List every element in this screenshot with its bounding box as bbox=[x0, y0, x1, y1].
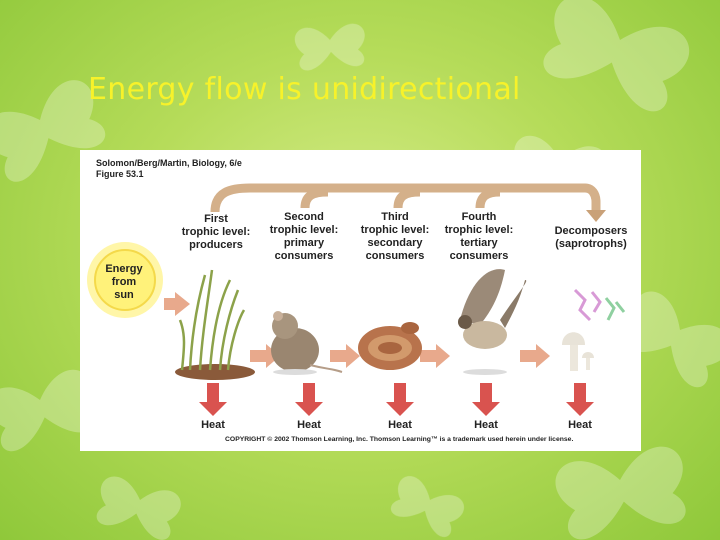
level-label-decomposers: Decomposers (saprotrophs) bbox=[554, 225, 628, 250]
copyright-notice: COPYRIGHT © 2002 Thomson Learning, Inc. … bbox=[225, 436, 574, 443]
hawk-illustration bbox=[458, 269, 527, 375]
heat-arrows bbox=[199, 383, 594, 416]
heat-label: Heat bbox=[201, 419, 225, 431]
heat-label: Heat bbox=[474, 419, 498, 431]
decomposer-arrowhead bbox=[586, 210, 606, 222]
level-label-producers: First trophic level: producers bbox=[181, 213, 251, 251]
figure-artwork bbox=[87, 183, 626, 416]
heat-label: Heat bbox=[568, 419, 592, 431]
heat-label: Heat bbox=[297, 419, 321, 431]
level-label-secondary-consumers: Third trophic level: secondary consumers bbox=[360, 211, 430, 262]
snake-illustration bbox=[358, 322, 422, 370]
figure-source: Solomon/Berg/Martin, Biology, 6/e bbox=[96, 158, 242, 168]
slide-title: Energy flow is unidirectional bbox=[88, 72, 521, 107]
sun-label: Energy from sun bbox=[105, 263, 143, 301]
heat-label: Heat bbox=[388, 419, 412, 431]
mouse-illustration bbox=[271, 311, 343, 375]
level-label-primary-consumers: Second trophic level: primary consumers bbox=[269, 211, 339, 262]
figure-number: Figure 53.1 bbox=[96, 169, 144, 179]
level-label-tertiary-consumers: Fourth trophic level: tertiary consumers bbox=[444, 211, 514, 262]
top-flow-arrows bbox=[210, 183, 601, 213]
grass-illustration bbox=[175, 269, 255, 380]
sun-icon bbox=[87, 242, 163, 318]
energy-flow-figure: Solomon/Berg/Martin, Biology, 6/e Figure… bbox=[80, 150, 641, 451]
decomposer-illustration bbox=[562, 288, 626, 371]
